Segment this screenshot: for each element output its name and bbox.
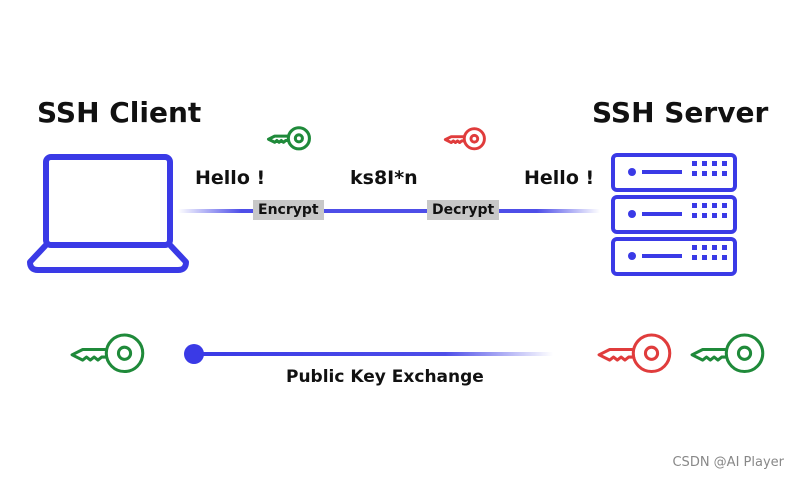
exchange-line [193, 352, 553, 356]
client-public-key-icon [70, 333, 145, 374]
plaintext-message-right: Hello ! [524, 167, 595, 189]
server-icon [611, 153, 737, 276]
ciphertext-message: ks8I*n [350, 167, 418, 189]
public-key-icon [266, 126, 311, 151]
server-private-key-icon [597, 333, 672, 374]
server-title: SSH Server [592, 96, 769, 129]
channel-line [178, 209, 600, 213]
laptop-icon [27, 154, 189, 273]
exchange-start-dot [184, 344, 204, 364]
exchange-label: Public Key Exchange [286, 367, 484, 387]
plaintext-message-left: Hello ! [195, 167, 266, 189]
server-public-key-icon [690, 333, 765, 374]
private-key-icon [443, 127, 486, 151]
decrypt-tag: Decrypt [427, 200, 500, 220]
encrypt-tag: Encrypt [253, 200, 324, 220]
watermark: CSDN @AI Player [672, 455, 784, 470]
client-title: SSH Client [37, 96, 202, 129]
